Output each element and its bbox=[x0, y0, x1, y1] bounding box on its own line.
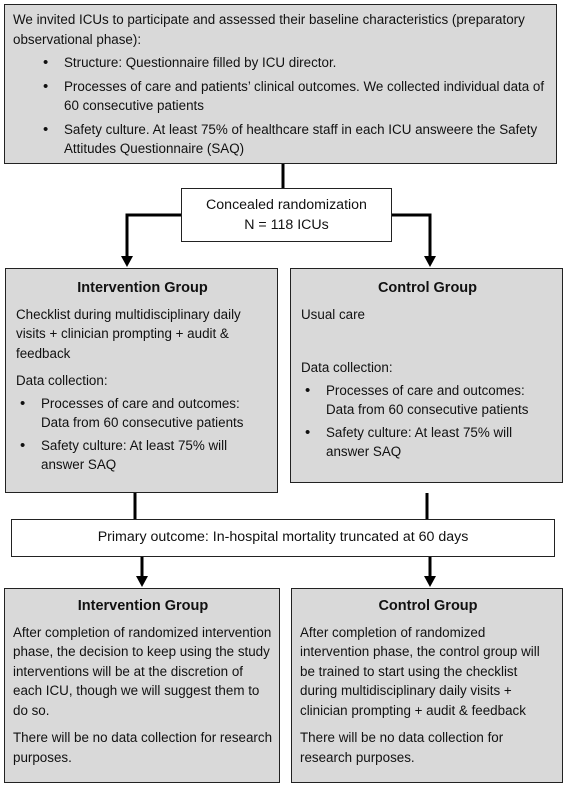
control-group-top-box: Control Group Usual care Data collection… bbox=[290, 268, 563, 483]
control-top-title: Control Group bbox=[377, 280, 478, 296]
intervention-top-bullet-processes: Processes of care and outcomes: Data fro… bbox=[16, 394, 269, 433]
intervention-top-bullet-safety: Safety culture: At least 75% will answer… bbox=[16, 436, 269, 475]
phase-bullet-list: Structure: Questionnaire filled by ICU d… bbox=[36, 53, 548, 159]
control-top-description: Usual care bbox=[301, 306, 366, 322]
intervention-top-title: Intervention Group bbox=[77, 280, 208, 296]
intervention-bottom-para1: After completion of randomized intervent… bbox=[13, 624, 272, 718]
intervention-top-description: Checklist during multidisciplinary daily… bbox=[16, 306, 241, 361]
preparatory-phase-box: We invited ICUs to participate and asses… bbox=[4, 4, 557, 164]
phase-intro-text: We invited ICUs to participate and asses… bbox=[13, 12, 525, 47]
intervention-bottom-para2: There will be no data collection for res… bbox=[13, 730, 273, 765]
control-group-bottom-box: Control Group After completion of random… bbox=[291, 588, 563, 783]
arrowhead-intervention-top bbox=[121, 256, 133, 267]
control-top-bullet-list: Processes of care and outcomes: Data fro… bbox=[301, 381, 554, 462]
control-top-data-collection-label: Data collection: bbox=[301, 360, 393, 375]
primary-outcome-text: Primary outcome: In-hospital mortality t… bbox=[97, 529, 469, 545]
primary-outcome-box: Primary outcome: In-hospital mortality t… bbox=[11, 519, 555, 557]
intervention-top-data-collection-label: Data collection: bbox=[16, 373, 108, 388]
phase-bullet-safety-culture: Safety culture. At least 75% of healthca… bbox=[36, 120, 548, 159]
intervention-group-bottom-box: Intervention Group After completion of r… bbox=[4, 588, 280, 783]
phase-bullet-processes: Processes of care and patients’ clinical… bbox=[36, 77, 548, 116]
control-bottom-title: Control Group bbox=[378, 598, 478, 614]
control-bottom-para1: After completion of randomized intervent… bbox=[300, 624, 540, 718]
randomization-label: Concealed randomization bbox=[206, 197, 367, 213]
arrowhead-control-bottom bbox=[424, 576, 436, 587]
intervention-top-bullet-list: Processes of care and outcomes: Data fro… bbox=[16, 394, 269, 475]
control-top-bullet-safety: Safety culture: At least 75% will answer… bbox=[301, 423, 554, 462]
randomization-box: Concealed randomization N = 118 ICUs bbox=[181, 188, 392, 242]
intervention-bottom-title: Intervention Group bbox=[77, 598, 209, 614]
randomization-count: N = 118 ICUs bbox=[244, 217, 329, 233]
arrowhead-intervention-bottom bbox=[136, 576, 148, 587]
arrowhead-control-top bbox=[424, 256, 436, 267]
intervention-group-top-box: Intervention Group Checklist during mult… bbox=[5, 268, 278, 493]
control-top-bullet-processes: Processes of care and outcomes: Data fro… bbox=[301, 381, 554, 420]
control-bottom-para2: There will be no data collection for res… bbox=[300, 730, 504, 765]
phase-bullet-structure: Structure: Questionnaire filled by ICU d… bbox=[36, 53, 548, 73]
